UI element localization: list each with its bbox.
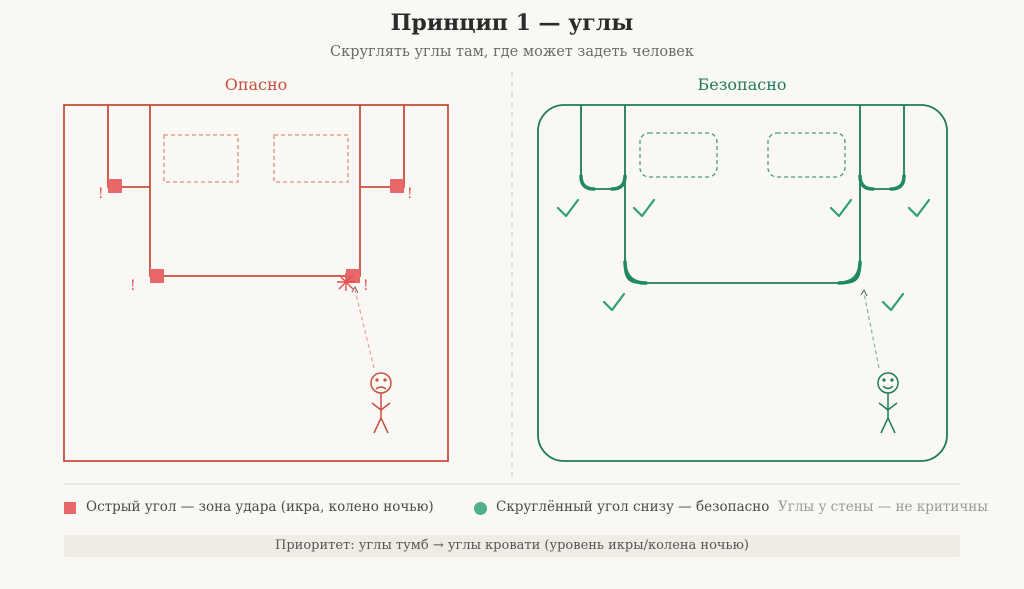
danger-bed xyxy=(149,105,361,277)
check-icon xyxy=(881,292,905,312)
sharp-corner-marker xyxy=(108,179,122,193)
sad-person xyxy=(370,372,392,434)
legend-rounded-label: Скруглённый угол снизу — безопасно xyxy=(496,499,770,515)
sharp-corner-marker xyxy=(150,269,164,283)
rounded-corner-highlights xyxy=(579,174,906,285)
sharp-corner-marker xyxy=(346,269,360,283)
check-icon xyxy=(907,198,931,218)
sharp-corner-markers xyxy=(108,179,404,283)
happy-person xyxy=(877,372,899,434)
impact-star xyxy=(337,273,355,291)
warning-mark: ! xyxy=(407,186,413,202)
safe-checkmarks xyxy=(556,198,931,312)
check-icon xyxy=(556,198,580,218)
safe-panel-label: Безопасно xyxy=(697,75,786,94)
danger-left-nightstand xyxy=(107,105,150,188)
legend-rounded-swatch xyxy=(474,502,487,515)
warning-mark: ! xyxy=(363,278,369,294)
danger-pillow-right xyxy=(273,134,349,183)
warning-mark: ! xyxy=(98,186,104,202)
danger-pillows xyxy=(163,134,349,183)
page-subtitle: Скруглять углы там, где может задеть чел… xyxy=(330,44,694,60)
safe-right-nightstand xyxy=(859,105,905,190)
priority-note: Приоритет: углы тумб → углы кровати (уро… xyxy=(64,535,960,557)
danger-panel-label: Опасно xyxy=(225,75,288,94)
warning-mark: ! xyxy=(130,278,136,294)
legend-sharp-swatch xyxy=(64,502,76,514)
safe-pillow-left xyxy=(639,132,718,178)
safe-walk-path xyxy=(863,292,880,369)
legend-sharp-label: Острый угол — зона удара (икра, колено н… xyxy=(86,499,434,515)
sharp-corner-marker xyxy=(390,179,404,193)
safe-bed-frame xyxy=(624,178,861,284)
danger-room-wall xyxy=(63,104,449,462)
safe-pillows xyxy=(639,132,846,178)
legend-wall-label: Углы у стены — не критичны xyxy=(778,499,989,515)
warning-marks: ! ! ! ! xyxy=(98,186,413,294)
safe-pillow-right xyxy=(767,132,846,178)
safe-left-nightstand xyxy=(580,105,626,190)
safe-room-wall xyxy=(537,104,948,462)
check-icon xyxy=(602,292,626,312)
danger-room xyxy=(63,104,449,462)
check-icon xyxy=(829,198,853,218)
danger-right-nightstand xyxy=(360,105,405,188)
check-icon xyxy=(632,198,656,218)
danger-walk-path xyxy=(354,289,375,369)
danger-pillow-left xyxy=(163,134,239,183)
page-title: Принцип 1 — углы xyxy=(390,10,634,36)
